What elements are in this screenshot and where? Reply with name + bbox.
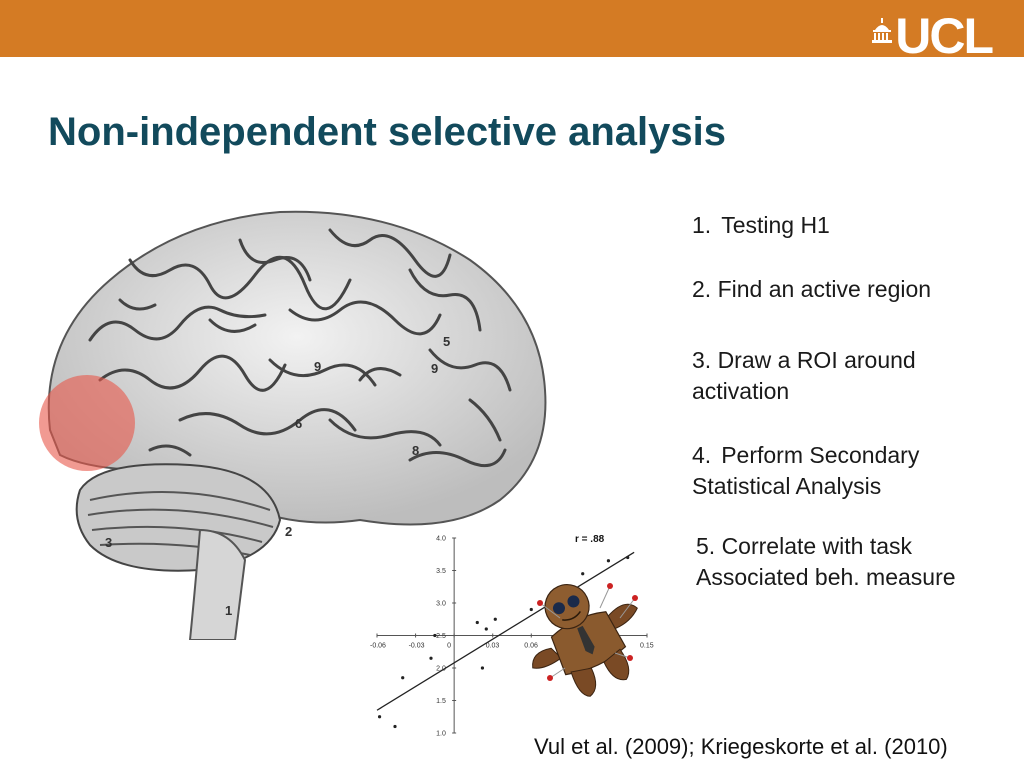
data-point (626, 555, 630, 560)
y-tick-label: 1.0 (436, 731, 446, 738)
data-point (529, 607, 533, 612)
svg-text:5: 5 (443, 334, 450, 349)
portico-dome-icon (872, 18, 893, 43)
x-tick-label: -0.06 (370, 643, 386, 650)
x-tick-label: 0.06 (524, 643, 538, 650)
x-tick-label: 0.03 (486, 643, 500, 650)
step-4-line1: Perform Secondary (721, 442, 920, 468)
svg-text:9: 9 (314, 359, 321, 374)
y-tick-label: 2.5 (436, 633, 446, 640)
step-4-line2: Statistical Analysis (692, 473, 882, 499)
step-5: 5. Correlate with task Associated beh. m… (696, 531, 956, 593)
data-point (606, 559, 611, 563)
svg-text:1: 1 (225, 603, 232, 618)
svg-text:6: 6 (295, 416, 302, 431)
fit-line (376, 551, 635, 711)
data-point (475, 620, 479, 625)
y-tick-label: 3.5 (436, 568, 446, 575)
data-point (581, 572, 585, 576)
voodoo-doll-illustration (532, 583, 638, 697)
data-point (377, 715, 382, 719)
y-tick-label: 2.0 (436, 666, 446, 673)
svg-text:2: 2 (285, 524, 292, 539)
step-4: 4. Perform Secondary Statistical Analysis (692, 440, 919, 502)
step-2: 2. Find an active region (692, 274, 931, 305)
ucl-logo: UCL (871, 8, 994, 64)
x-tick-label: -0.03 (409, 643, 425, 650)
step-1-text: Testing H1 (721, 212, 830, 238)
step-3-line1: 3. Draw a ROI around (692, 347, 916, 373)
step-1: 1. Testing H1 (692, 210, 830, 241)
svg-text:8: 8 (412, 443, 419, 458)
data-point (433, 633, 437, 638)
step-2-text: 2. Find an active region (692, 276, 932, 302)
brain-illustration: 9 9 5 6 8 3 2 1 (39, 210, 547, 640)
step-4-number: 4. (692, 442, 712, 468)
step-5-line1: 5. Correlate with task (696, 533, 913, 559)
data-point (401, 676, 405, 680)
data-point (484, 627, 488, 631)
brainstem-shape (188, 528, 247, 640)
svg-text:9: 9 (431, 361, 438, 376)
roi-highlight (39, 375, 135, 471)
step-3: 3. Draw a ROI around activation (692, 345, 916, 407)
step-5-line2: Associated beh. measure (696, 564, 956, 590)
svg-text:3: 3 (105, 535, 112, 550)
pins (537, 583, 638, 681)
citation: Vul et al. (2009); Kriegeskorte et al. (… (534, 734, 948, 759)
y-tick-label: 3.0 (436, 601, 446, 608)
scatter-plot: -0.06-0.0300.030.060.090.120.151.01.52.0… (370, 534, 654, 738)
data-point (393, 724, 397, 729)
x-tick-label: 0.15 (640, 643, 654, 650)
correlation-annotation: r = .88 (575, 534, 605, 545)
data-point (480, 666, 485, 670)
y-tick-label: 4.0 (436, 536, 446, 543)
slide-title: Non-independent selective analysis (48, 110, 726, 154)
step-1-number: 1. (692, 212, 712, 238)
data-point (429, 656, 433, 660)
header-bar: UCL (0, 0, 1024, 64)
x-tick-label: 0 (447, 643, 451, 650)
data-point (493, 617, 497, 621)
logo-text: UCL (895, 8, 994, 64)
y-tick-label: 1.5 (436, 698, 446, 705)
step-3-line2: activation (692, 378, 790, 404)
